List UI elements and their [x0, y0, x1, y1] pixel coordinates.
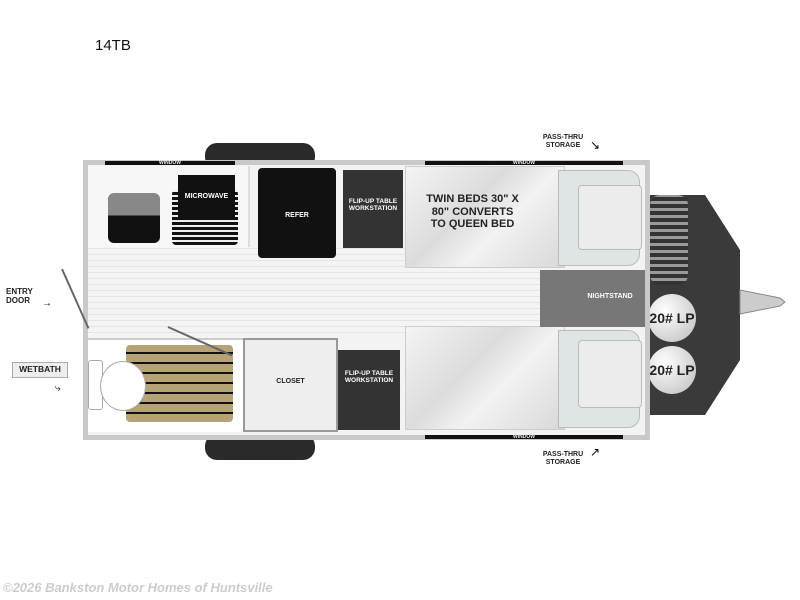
pillow-top	[578, 185, 642, 250]
flip-up-table-top[interactable]: FLIP-UP TABLE WORKSTATION	[343, 170, 403, 248]
closet[interactable]: CLOSET	[243, 338, 338, 432]
flip-up-bottom-label: FLIP-UP TABLE WORKSTATION	[344, 370, 394, 385]
toilet-bowl	[100, 361, 146, 411]
lp-tank-2: 20# LP	[648, 346, 696, 394]
microwave: MICROWAVE	[178, 175, 235, 220]
microwave-label: MICROWAVE	[184, 193, 229, 200]
window-bottom: WINDOW	[425, 434, 623, 440]
refrigerator: REFER	[258, 168, 336, 258]
flip-up-table-bottom[interactable]: FLIP-UP TABLE WORKSTATION	[338, 350, 400, 430]
window-top-left: WINDOW	[105, 160, 235, 166]
wetbath-arrow: ⤷	[55, 383, 61, 394]
model-title: 14TB	[95, 37, 131, 54]
pass-thru-storage-bottom: PASS-THRU STORAGE	[542, 451, 584, 467]
twin-bed-top	[405, 166, 565, 268]
pillow-bottom	[578, 340, 642, 408]
pass-thru-storage-top: PASS-THRU STORAGE	[542, 134, 584, 150]
entry-door-arrow: →	[42, 298, 52, 309]
refer-label: REFER	[285, 212, 309, 219]
nightstand	[540, 270, 645, 327]
lp-tank-1: 20# LP	[648, 294, 696, 342]
spare-tire	[650, 195, 688, 285]
watermark: ©2026 Bankston Motor Homes of Huntsville	[3, 580, 273, 595]
nightstand-label: NIGHTSTAND	[587, 293, 633, 300]
arrow-icon: ↘	[590, 138, 601, 152]
arrow-icon: ↗	[590, 445, 601, 459]
closet-label: CLOSET	[276, 378, 305, 385]
window-top-right: WINDOW	[425, 160, 623, 166]
lp-tank-1-label: 20# LP	[649, 309, 695, 326]
flip-up-top-label: FLIP-UP TABLE WORKSTATION	[348, 198, 398, 213]
twin-beds-label: TWIN BEDS 30" X 80" CONVERTS TO QUEEN BE…	[426, 193, 519, 231]
lp-tank-2-label: 20# LP	[649, 361, 695, 378]
sink	[108, 193, 160, 243]
entry-door-label: ENTRY DOOR	[6, 287, 33, 306]
twin-bed-bottom	[405, 326, 565, 430]
wetbath-label: WETBATH	[12, 362, 68, 378]
